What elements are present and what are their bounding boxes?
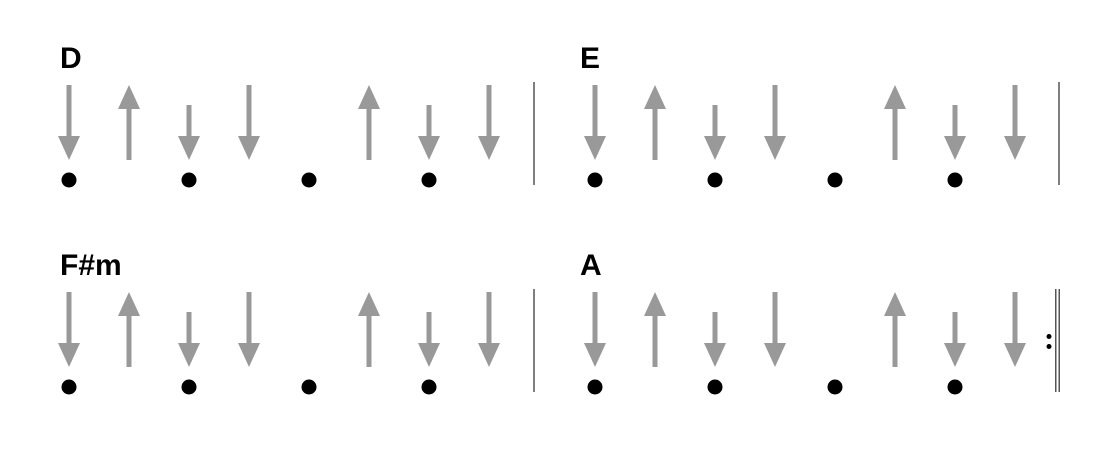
beat-dot-r2-m1-beat-5	[301, 379, 317, 395]
up-strum-arrow-r2-m1-beat-6-shaft	[366, 314, 372, 367]
up-strum-arrow-r1-m1-beat-6-head	[358, 85, 380, 109]
barline-r1-m1	[533, 82, 535, 185]
beat-dot-r2-m2-beat-1	[587, 379, 603, 395]
row-1: D E	[60, 42, 600, 75]
beat-dot-r1-m1-beat-1	[61, 172, 77, 188]
down-strum-arrow-r2-m2-beat-3-shaft	[712, 312, 718, 345]
chord-label-d: D	[60, 42, 82, 75]
up-strum-arrow-r1-m1-beat-2-shaft	[126, 107, 132, 160]
down-strum-arrow-r1-m1-beat-3-head	[178, 136, 200, 160]
repeat-barline-thin-r2	[1055, 289, 1057, 392]
down-strum-arrow-r2-m1-beat-1-head	[58, 343, 80, 367]
up-strum-arrow-r2-m2-beat-6-shaft	[892, 314, 898, 367]
down-strum-arrow-r1-m1-beat-1-head	[58, 136, 80, 160]
down-strum-arrow-r1-m2-beat-7-head	[944, 136, 966, 160]
measure-fsharp-m: F#m	[60, 249, 122, 282]
down-strum-arrow-r2-m1-beat-7-head	[418, 343, 440, 367]
down-strum-arrow-r2-m2-beat-7-shaft	[952, 312, 958, 345]
chord-label-e: E	[580, 42, 600, 75]
strum-marks	[58, 82, 1060, 395]
chord-label-fsharp-m: F#m	[60, 249, 122, 282]
beat-dot-r2-m2-beat-5	[827, 379, 843, 395]
up-strum-arrow-r2-m1-beat-2-shaft	[126, 314, 132, 367]
down-strum-arrow-r2-m2-beat-4-shaft	[772, 292, 778, 345]
down-strum-arrow-r1-m2-beat-1-shaft	[592, 85, 598, 138]
measure-d: D	[60, 42, 82, 75]
down-strum-arrow-r1-m2-beat-3-head	[704, 136, 726, 160]
beat-dot-r1-m2-beat-1	[587, 172, 603, 188]
down-strum-arrow-r1-m1-beat-8-shaft	[486, 85, 492, 138]
up-strum-arrow-r1-m1-beat-2-head	[118, 85, 140, 109]
barline-r2-m1	[533, 289, 535, 392]
down-strum-arrow-r1-m1-beat-7-shaft	[426, 105, 432, 138]
down-strum-arrow-r1-m1-beat-4-shaft	[246, 85, 252, 138]
beat-dot-r2-m1-beat-1	[61, 379, 77, 395]
up-strum-arrow-r2-m2-beat-6-head	[884, 292, 906, 316]
beat-dot-r1-m2-beat-5	[827, 172, 843, 188]
up-strum-arrow-r1-m2-beat-2-head	[644, 85, 666, 109]
beat-dot-r1-m1-beat-3	[181, 172, 197, 188]
down-strum-arrow-r2-m2-beat-4-head	[764, 343, 786, 367]
beat-dot-r2-m1-beat-7	[421, 379, 437, 395]
down-strum-arrow-r1-m2-beat-4-head	[764, 136, 786, 160]
beat-dot-r1-m1-beat-5	[301, 172, 317, 188]
row-2: F#m A	[60, 249, 602, 282]
down-strum-arrow-r1-m2-beat-3-shaft	[712, 105, 718, 138]
down-strum-arrow-r2-m1-beat-8-head	[478, 343, 500, 367]
down-strum-arrow-r1-m1-beat-7-head	[418, 136, 440, 160]
beat-dot-r1-m1-beat-7	[421, 172, 437, 188]
chord-label-a: A	[580, 249, 602, 282]
up-strum-arrow-r2-m1-beat-6-head	[358, 292, 380, 316]
down-strum-arrow-r2-m1-beat-4-head	[238, 343, 260, 367]
up-strum-arrow-r2-m2-beat-2-shaft	[652, 314, 658, 367]
down-strum-arrow-r1-m2-beat-7-shaft	[952, 105, 958, 138]
up-strum-arrow-r1-m2-beat-6-head	[884, 85, 906, 109]
down-strum-arrow-r1-m2-beat-4-shaft	[772, 85, 778, 138]
down-strum-arrow-r2-m1-beat-8-shaft	[486, 292, 492, 345]
down-strum-arrow-r1-m1-beat-1-shaft	[66, 85, 72, 138]
repeat-dot-upper-r2	[1046, 334, 1052, 339]
up-strum-arrow-r1-m2-beat-2-shaft	[652, 107, 658, 160]
up-strum-arrow-r2-m2-beat-2-head	[644, 292, 666, 316]
down-strum-arrow-r1-m1-beat-8-head	[478, 136, 500, 160]
barline-r1-m2	[1058, 82, 1060, 185]
down-strum-arrow-r2-m1-beat-4-shaft	[246, 292, 252, 345]
down-strum-arrow-r1-m2-beat-8-shaft	[1012, 85, 1018, 138]
down-strum-arrow-r2-m2-beat-1-head	[584, 343, 606, 367]
up-strum-arrow-r1-m2-beat-6-shaft	[892, 107, 898, 160]
beat-dot-r2-m1-beat-3	[181, 379, 197, 395]
down-strum-arrow-r2-m2-beat-8-shaft	[1012, 292, 1018, 345]
beat-dot-r1-m2-beat-3	[707, 172, 723, 188]
down-strum-arrow-r1-m1-beat-3-shaft	[186, 105, 192, 138]
beat-dot-r2-m2-beat-7	[947, 379, 963, 395]
down-strum-arrow-r1-m1-beat-4-head	[238, 136, 260, 160]
beat-dot-r1-m2-beat-7	[947, 172, 963, 188]
repeat-dot-lower-r2	[1046, 344, 1052, 349]
up-strum-arrow-r2-m1-beat-2-head	[118, 292, 140, 316]
down-strum-arrow-r2-m1-beat-1-shaft	[66, 292, 72, 345]
down-strum-arrow-r2-m2-beat-8-head	[1004, 343, 1026, 367]
down-strum-arrow-r1-m2-beat-1-head	[584, 136, 606, 160]
down-strum-arrow-r2-m1-beat-3-shaft	[186, 312, 192, 345]
up-strum-arrow-r1-m1-beat-6-shaft	[366, 107, 372, 160]
repeat-barline-thick-r2	[1058, 289, 1060, 392]
beat-dot-r2-m2-beat-3	[707, 379, 723, 395]
measure-e: E	[580, 42, 600, 75]
down-strum-arrow-r2-m1-beat-7-shaft	[426, 312, 432, 345]
down-strum-arrow-r2-m2-beat-7-head	[944, 343, 966, 367]
down-strum-arrow-r1-m2-beat-8-head	[1004, 136, 1026, 160]
down-strum-arrow-r2-m1-beat-3-head	[178, 343, 200, 367]
measure-a: A	[580, 249, 602, 282]
down-strum-arrow-r2-m2-beat-1-shaft	[592, 292, 598, 345]
down-strum-arrow-r2-m2-beat-3-head	[704, 343, 726, 367]
